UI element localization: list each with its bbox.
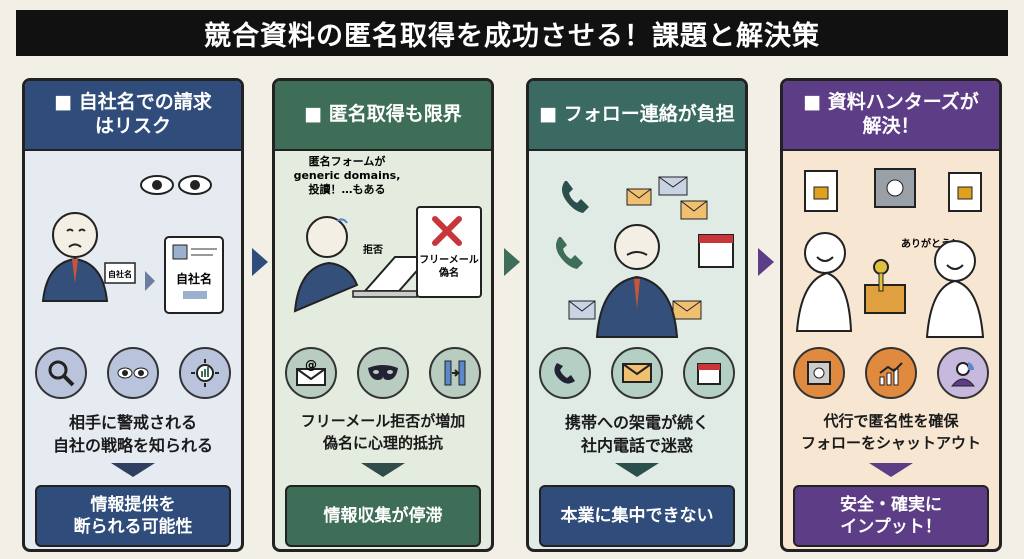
analyst-icon [937,347,989,399]
envelope-icons [568,176,708,320]
calendar-icon [683,347,735,399]
mask-icon [357,347,409,399]
safe-icon [793,347,845,399]
panel-result: 本業に集中できない [539,485,735,547]
icon-row: @ [275,347,491,399]
calendar-icon [698,234,734,268]
overwhelmed-person-illustration [556,176,734,338]
company-card-icon [164,236,224,314]
blocked-door-icon [429,347,481,399]
stressed-person-icon [293,216,359,313]
down-arrow [869,463,913,477]
watching-eyes-icon [140,175,212,195]
magnifier-icon [35,347,87,399]
worried-person-icon [41,212,109,302]
panel-follow-up-burden: ■ フォロー連絡が負担 [526,78,748,552]
svg-text:@: @ [305,359,317,372]
laptop-person-illustration: 匿名フォームが generic domains, 投讀！…もある 拒否 フ [293,154,482,313]
panel-heading: ■ フォロー連絡が負担 [529,81,745,151]
panel-result: 情報提供を 断られる可能性 [35,485,231,547]
mail-at-icon: @ [285,347,337,399]
chevron-right-icon [252,248,268,276]
phone-icon [556,181,589,269]
icon-row [783,347,999,399]
icon-row [529,347,745,399]
eyes-icon [107,347,159,399]
panel-result: 安全・確実に インプット！ [793,485,989,547]
handshake-illustration: ありがとう！ [795,168,985,338]
reject-label: 拒否 [363,243,383,256]
page-title: 競合資料の匿名取得を成功させる！課題と解決策 [16,10,1008,56]
chevron-right-icon [504,248,520,276]
panel-result: 情報収集が停滞 [285,485,481,547]
panel-description: 携帯への架電が続く 社内電話で迷惑 [564,413,709,456]
form-label-line-2: 偽名 [438,266,459,279]
card-label: 自社名 [176,271,212,286]
down-arrow [111,463,155,477]
panel-description: 相手に警戒される 自社の戦略を知られる [52,413,213,456]
chevron-right-icon [758,248,774,276]
panel-description: フリーメール拒否が増加 偽名に心理的抵抗 [300,412,466,452]
speech-line-1: 匿名フォームが [309,154,386,168]
panel-description: 代行で匿名性を確保 フォローをシャットアウト [800,412,981,452]
phone-icon [539,347,591,399]
panel-risk: ■ 自社名での請求 はリスク 自社名 [22,78,244,552]
icon-row [25,347,241,399]
form-label-line-1: フリーメール [419,254,479,266]
hand-card [104,262,136,284]
down-arrow [361,463,405,477]
rejected-form-icon [416,206,482,298]
panel-heading: ■ 自社名での請求 はリスク [25,81,241,151]
radar-icon [179,347,231,399]
speech-line-3: 投讀！…もある [309,182,386,196]
growth-chart-icon [865,347,917,399]
grateful-person-icon [925,240,985,338]
envelope-icon [611,347,663,399]
panel-anonymous-limit: ■ 匿名取得も限界 匿名フォームが generic domains, 投讀！…も… [272,78,494,552]
hand-card-label: 自社名 [108,269,132,279]
down-arrow [615,463,659,477]
key-folder-icon [864,259,906,314]
panel-heading: ■ 資料ハンターズが 解決！ [783,81,999,151]
locked-document-icon [804,170,838,212]
speech-line-2: generic domains, [294,169,401,182]
happy-person-icon [795,232,853,332]
worried-person-illustration: 自社名 自社名 [41,175,224,314]
panel-heading: ■ 匿名取得も限界 [275,81,491,151]
stressed-manager-icon [595,224,679,338]
safe-icon [874,168,916,208]
panel-solution: ■ 資料ハンターズが 解決！ ありがとう！ [780,78,1002,552]
locked-document-icon [948,172,982,212]
